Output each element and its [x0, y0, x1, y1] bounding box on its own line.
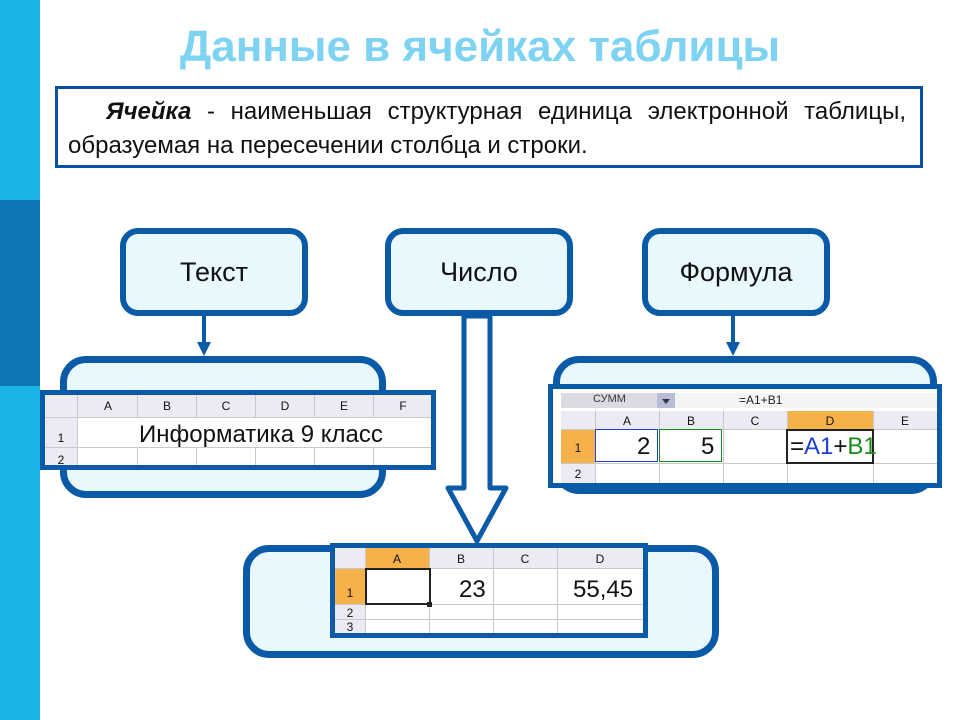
definition-term: Ячейка — [106, 98, 192, 125]
cell-b1-value[interactable]: 5 — [701, 433, 715, 460]
formula-bar[interactable] — [675, 393, 937, 408]
formula-plus: + — [833, 433, 848, 460]
column-header-a[interactable]: A — [103, 399, 112, 413]
kind-number-label: Число — [440, 256, 518, 287]
chevron-down-icon — [662, 399, 670, 404]
name-box-dropdown[interactable] — [657, 393, 675, 408]
column-header-a[interactable]: A — [622, 414, 631, 428]
definition-text: - наименьшая структурная единица электро… — [68, 98, 906, 159]
column-header-d[interactable]: D — [280, 399, 290, 413]
formula-bar-value: =A1+B1 — [739, 393, 783, 407]
sheet-number: A B C D 1 2 3 23 55,45 — [330, 543, 648, 638]
name-box-value: СУММ — [593, 393, 626, 405]
formula-ref-b1: B1 — [847, 433, 877, 460]
fill-handle[interactable] — [427, 602, 432, 607]
row-header-1-selected — [335, 568, 365, 604]
kind-number-box: Число — [385, 228, 573, 316]
column-header-b[interactable]: B — [686, 414, 695, 428]
row-header-1[interactable]: 1 — [346, 586, 354, 600]
kind-formula-label: Формула — [679, 256, 793, 287]
cell-a1-active[interactable] — [365, 568, 431, 605]
column-header-a[interactable]: A — [392, 552, 401, 566]
column-header-e[interactable]: E — [900, 414, 909, 428]
column-header-c[interactable]: C — [750, 414, 760, 428]
cell-b1-reference-highlight — [659, 429, 722, 462]
cell-d1-formula[interactable]: =A1+B1 — [790, 433, 877, 461]
cell-a1-reference-highlight — [595, 429, 658, 462]
cell-a1-value[interactable]: 2 — [637, 433, 651, 460]
column-header-b[interactable]: B — [162, 399, 171, 413]
kind-text-box: Текст — [120, 228, 308, 316]
sheet-text: A B C D E F 1 2 Информатика 9 класс — [40, 390, 436, 470]
cell-b1-value[interactable]: 23 — [459, 576, 486, 603]
cell-d1-active — [786, 429, 874, 464]
row-header-3[interactable]: 3 — [346, 620, 354, 634]
row-header-2[interactable]: 2 — [346, 606, 354, 620]
column-header-d-selected — [787, 411, 873, 429]
kind-text-label: Текст — [180, 256, 248, 287]
kind-formula-box: Формула — [642, 228, 830, 316]
cell-b1-text[interactable]: Информатика 9 класс — [139, 421, 383, 448]
column-header-d[interactable]: D — [825, 414, 835, 428]
row-header-2[interactable]: 2 — [574, 467, 582, 481]
column-header-c[interactable]: C — [221, 399, 231, 413]
sheet-text-column-header — [45, 395, 431, 417]
column-header-c[interactable]: C — [520, 552, 530, 566]
row-header-1[interactable]: 1 — [57, 431, 65, 445]
column-header-a-selected — [365, 548, 429, 568]
row-header-2[interactable]: 2 — [57, 453, 65, 467]
column-header-d[interactable]: D — [595, 552, 605, 566]
sheet-formula: СУММ =A1+B1 A B C D E 1 2 2 5 =A1+B1 — [548, 384, 942, 488]
slide-title: Данные в ячейках таблицы — [179, 22, 781, 71]
formula-ref-a1: A1 — [804, 433, 834, 460]
column-header-f[interactable]: F — [399, 399, 407, 413]
definition-box: Ячейка - наименьшая структурная единица … — [55, 86, 923, 168]
row-header-1[interactable]: 1 — [574, 441, 582, 455]
formula-eq: = — [790, 433, 805, 460]
sidebar-accent — [0, 200, 40, 386]
sheet-text-row-header — [45, 395, 77, 465]
column-header-b[interactable]: B — [456, 552, 465, 566]
cell-d1-value[interactable]: 55,45 — [573, 576, 634, 603]
column-header-e[interactable]: E — [339, 399, 348, 413]
row-header-1-selected — [561, 429, 595, 463]
name-box[interactable] — [561, 393, 657, 408]
